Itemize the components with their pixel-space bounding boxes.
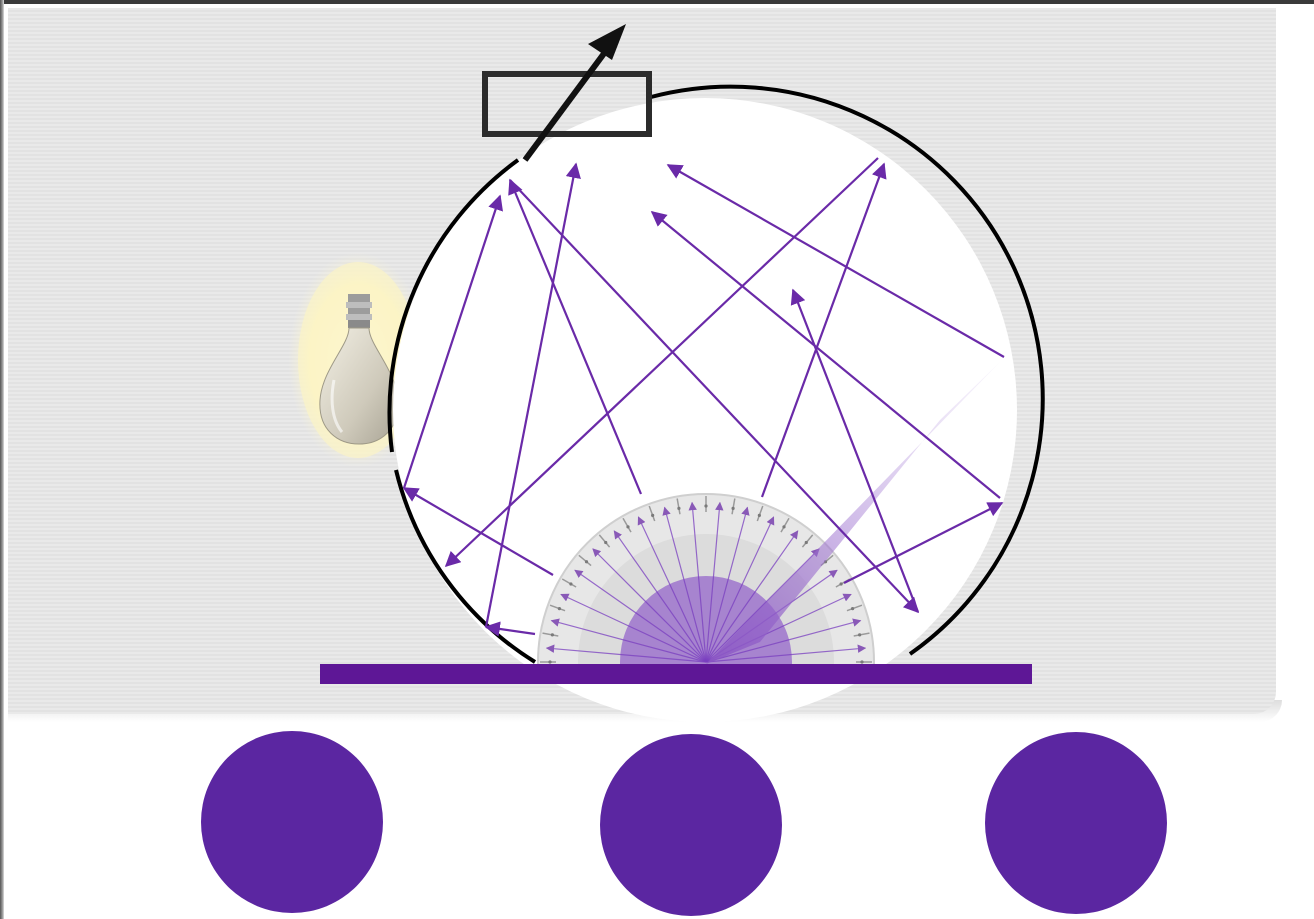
reflected-ray: [650, 211, 1001, 499]
protractor-dot: [860, 660, 864, 664]
protractor-tick: [756, 505, 764, 522]
protractor-dot: [850, 607, 855, 611]
protractor-dot: [548, 660, 552, 664]
protractor-dot: [757, 513, 761, 518]
reflected-ray: [484, 621, 536, 637]
scatter-ray: [705, 501, 724, 663]
scatter-ray: [545, 644, 707, 663]
protractor-dot: [626, 525, 630, 529]
reflected-ray: [402, 487, 554, 576]
scatter-ray: [560, 593, 707, 663]
protractor-dot: [557, 607, 562, 611]
protractor-tick: [542, 632, 559, 637]
protractor-tick: [549, 604, 566, 612]
protractor-dot: [584, 560, 589, 564]
scatter-ray: [592, 548, 707, 663]
protractor-dot: [731, 506, 735, 510]
scatter-ray: [637, 516, 707, 663]
scatter-ray: [705, 506, 750, 663]
scatter-ray: [705, 516, 775, 663]
variable-resistor-icon: [482, 24, 652, 162]
protractor-tick: [578, 554, 592, 567]
scatter-ray: [705, 618, 862, 663]
protractor-dot: [651, 513, 655, 518]
protractor-dot: [804, 540, 808, 545]
protractor-tick: [731, 498, 736, 515]
protractor-tick: [780, 517, 790, 533]
protractor-dot: [550, 633, 554, 637]
reflected-ray: [666, 164, 1005, 358]
protractor-tick: [561, 578, 577, 588]
protractor-tick: [846, 604, 863, 612]
reflected-ray: [484, 162, 581, 628]
scatter-ray: [550, 618, 707, 663]
scatter-ray: [688, 501, 707, 663]
reflected-ray: [508, 178, 643, 495]
protractor-dot: [704, 504, 708, 508]
frame-left-border: [0, 0, 4, 919]
protractor-dot: [782, 525, 786, 529]
reflected-ray: [402, 194, 503, 489]
reflection-rays: [402, 157, 1005, 637]
scatter-ray: [574, 569, 707, 663]
reflected-ray: [509, 179, 920, 614]
protractor-tick: [801, 534, 814, 548]
circle-button-2[interactable]: [600, 734, 782, 916]
protractor-dot: [677, 506, 681, 510]
reflected-ray: [760, 162, 887, 498]
protractor-dot: [839, 582, 843, 586]
frame-top-border: [0, 0, 1314, 4]
protractor-tick: [648, 505, 656, 522]
scatter-ray: [705, 644, 867, 663]
integrating-sphere: [387, 84, 1045, 722]
reflected-ray: [843, 502, 1004, 584]
protractor-tick: [853, 632, 870, 637]
protractor-dot: [569, 582, 573, 586]
circle-button-3[interactable]: [985, 732, 1167, 914]
sample-base-bar: [320, 664, 1032, 684]
circle-button-1[interactable]: [201, 731, 383, 913]
protractor-tick: [676, 498, 681, 515]
reflected-ray: [444, 157, 879, 568]
protractor-dot: [858, 633, 862, 637]
scatter-ray: [613, 530, 707, 663]
protractor-tick: [598, 534, 611, 548]
protractor-dot: [604, 540, 608, 545]
scatter-ray: [705, 530, 799, 663]
protractor-tick: [622, 517, 632, 533]
scatter-ray: [662, 506, 707, 663]
